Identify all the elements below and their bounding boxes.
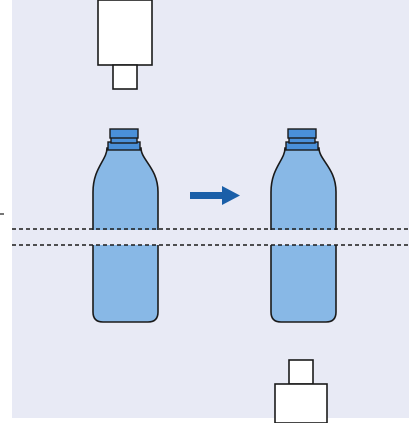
arrow-head	[222, 186, 240, 205]
label-band	[12, 230, 409, 245]
bottom-device-nozzle	[288, 359, 314, 385]
bottom-device	[274, 359, 328, 423]
bottom-device-body	[274, 383, 328, 423]
arrow-shaft	[190, 192, 224, 199]
top-device	[97, 0, 153, 90]
top-device-nozzle	[112, 64, 138, 90]
right-arrow-icon	[190, 186, 240, 205]
background-panel	[12, 0, 409, 418]
top-device-body	[97, 0, 153, 66]
bottle-after-cap	[287, 128, 317, 139]
bottle-before-cap	[109, 128, 139, 139]
